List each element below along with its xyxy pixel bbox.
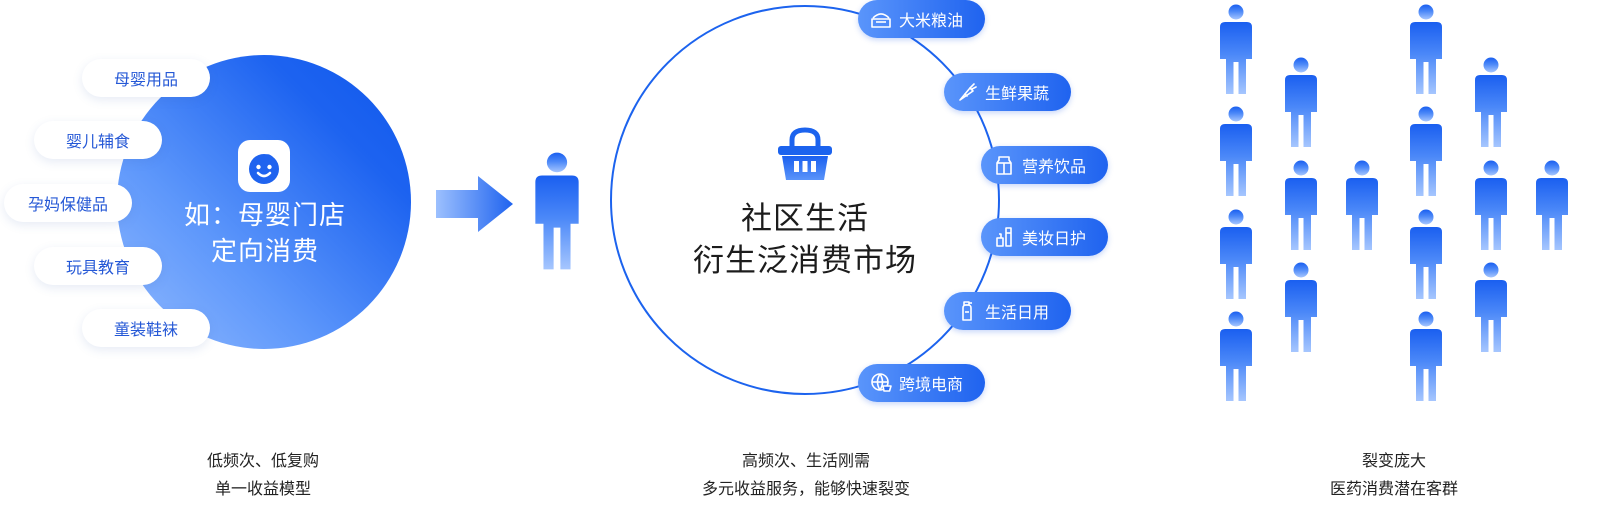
right-caption: 裂变庞大 医药消费潜在客群 xyxy=(1294,447,1494,503)
right-caption-line1: 裂变庞大 xyxy=(1361,451,1426,470)
arrow-right-icon xyxy=(436,176,514,232)
shopping-basket-icon xyxy=(776,126,834,182)
person-icon xyxy=(1409,311,1443,403)
middle-title-line1: 社区生活 xyxy=(741,201,869,237)
carrot-icon xyxy=(959,83,977,101)
crowd xyxy=(1200,0,1603,420)
category-beauty-care: 美妆日护 xyxy=(981,218,1108,256)
left-title-line1: 如：母婴门店 xyxy=(183,201,346,231)
category-daily-necessities-label: 生活日用 xyxy=(985,303,1050,322)
person-icon xyxy=(1284,262,1318,354)
person-icon xyxy=(1284,160,1318,252)
cosmetics-icon xyxy=(996,227,1012,247)
person-icon xyxy=(1409,106,1443,198)
category-cross-border-ecommerce-label: 跨境电商 xyxy=(899,375,964,394)
person-icon xyxy=(1409,4,1443,96)
left-caption-line1: 低频次、低复购 xyxy=(206,451,319,470)
category-daily-necessities: 生活日用 xyxy=(944,292,1071,330)
left-caption-line2: 单一收益模型 xyxy=(214,479,311,498)
community-market-ring xyxy=(610,5,1000,395)
person-icon xyxy=(1474,57,1508,149)
category-beauty-care-label: 美妆日护 xyxy=(1022,229,1087,248)
category-rice-oil-label: 大米粮油 xyxy=(899,11,964,30)
category-nutrition-drinks: 营养饮品 xyxy=(981,146,1108,184)
left-caption: 低频次、低复购 单一收益模型 xyxy=(163,447,363,503)
tag-maternal-supplements: 孕妈保健品 xyxy=(4,184,132,222)
bottle-icon xyxy=(962,301,972,321)
middle-caption-line1: 高频次、生活刚需 xyxy=(741,451,870,470)
person-icon xyxy=(1535,160,1569,252)
middle-title: 社区生活 衍生泛消费市场 xyxy=(655,198,955,282)
person-icon xyxy=(534,152,580,272)
tag-mother-baby-supplies: 母婴用品 xyxy=(82,59,210,97)
tag-children-clothing: 童装鞋袜 xyxy=(82,309,210,347)
category-cross-border-ecommerce: 跨境电商 xyxy=(858,364,985,402)
person-icon xyxy=(1409,209,1443,301)
baby-face-icon xyxy=(238,140,290,192)
rice-bowl-icon xyxy=(871,13,891,28)
drink-carton-icon xyxy=(996,156,1012,175)
left-title: 如：母婴门店 定向消费 xyxy=(160,198,370,270)
middle-caption-line2: 多元收益服务，能够快速裂变 xyxy=(701,479,910,498)
person-icon xyxy=(1474,262,1508,354)
person-icon xyxy=(1219,209,1253,301)
person-icon xyxy=(1345,160,1379,252)
person-icon xyxy=(1474,160,1508,252)
person-icon xyxy=(1284,57,1318,149)
globe-cart-icon xyxy=(871,373,892,392)
tag-toys-education: 玩具教育 xyxy=(34,247,162,285)
tag-baby-food: 婴儿辅食 xyxy=(34,121,162,159)
person-icon xyxy=(1219,4,1253,96)
middle-caption: 高频次、生活刚需 多元收益服务，能够快速裂变 xyxy=(656,447,956,503)
right-caption-line2: 医药消费潜在客群 xyxy=(1329,479,1458,498)
person-icon xyxy=(1219,311,1253,403)
category-rice-oil: 大米粮油 xyxy=(858,0,985,38)
person-icon xyxy=(1219,106,1253,198)
category-nutrition-drinks-label: 营养饮品 xyxy=(1022,157,1087,176)
middle-title-line2: 衍生泛消费市场 xyxy=(693,243,917,279)
mother-baby-store-circle xyxy=(117,55,411,349)
category-fresh-produce-label: 生鲜果蔬 xyxy=(985,84,1050,103)
left-title-line2: 定向消费 xyxy=(210,237,319,267)
category-fresh-produce: 生鲜果蔬 xyxy=(944,73,1071,111)
